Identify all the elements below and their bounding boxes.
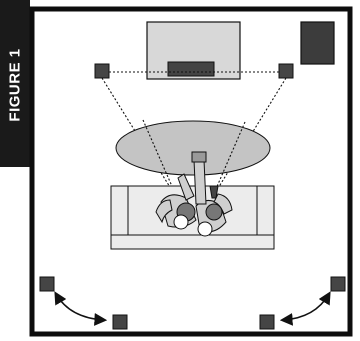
front-right-speaker-icon xyxy=(278,63,294,79)
rear-left-speaker-icon xyxy=(39,276,55,292)
rear-right-alt-speaker-icon xyxy=(259,314,275,330)
right-person-arm xyxy=(213,193,233,215)
right-person-head xyxy=(197,221,213,237)
tv-stand xyxy=(167,61,215,77)
glass-icon xyxy=(209,185,219,199)
left-person-head xyxy=(173,214,189,230)
left-curved-double-arrow-icon xyxy=(54,291,108,326)
right-curved-double-arrow-icon xyxy=(279,291,331,326)
coffee-table xyxy=(115,120,271,176)
rear-right-speaker-icon xyxy=(330,276,346,292)
figure-tab: FIGURE 1 xyxy=(0,0,30,167)
couple-figures xyxy=(155,151,233,237)
right-person-legs xyxy=(193,159,207,205)
room-wall xyxy=(29,6,353,337)
rear-left-alt-speaker-icon xyxy=(112,314,128,330)
remote-control xyxy=(191,151,207,163)
left-person-arm xyxy=(155,199,173,224)
subwoofer-icon xyxy=(300,21,335,65)
front-left-speaker-icon xyxy=(94,63,110,79)
right-person-hair xyxy=(205,203,223,221)
speaker-sightlines xyxy=(101,71,287,201)
left-person-legs xyxy=(177,173,195,201)
